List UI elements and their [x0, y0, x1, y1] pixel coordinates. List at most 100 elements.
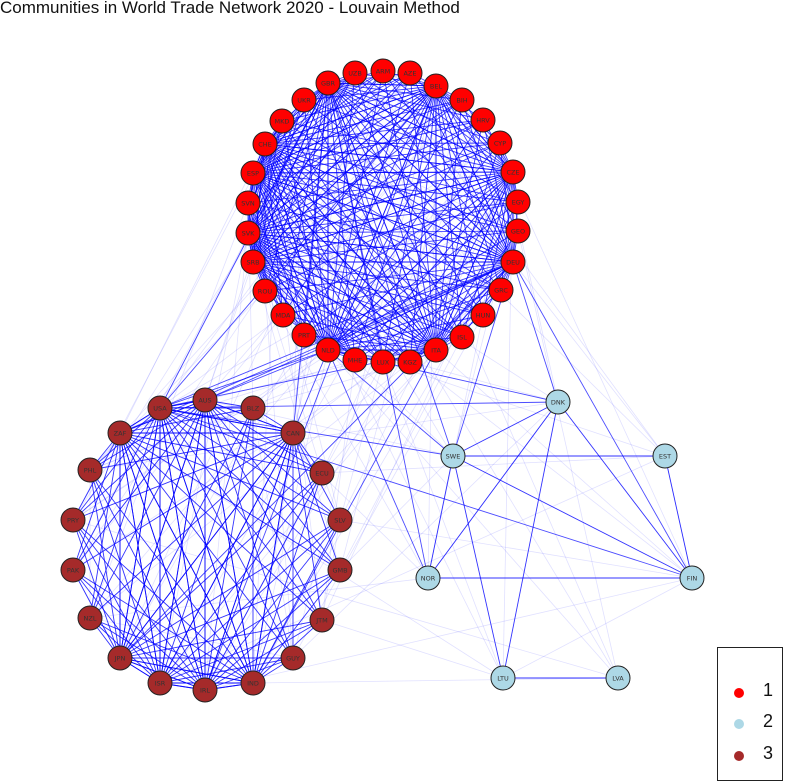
edge-SVK-FIN [247, 232, 693, 579]
edge-PRT-JPN [119, 334, 305, 659]
edge-DEU-SVK [247, 232, 514, 263]
edge-ISR-AUS [159, 399, 206, 684]
edge-LUX-LTU [382, 361, 504, 679]
edge-GEO-IND [252, 230, 519, 684]
node-label: SLV [334, 517, 346, 525]
edge-UZB-GEO [354, 72, 519, 232]
node-circle [327, 507, 353, 533]
edge-DEU-JPN [119, 261, 514, 659]
edge-IRL-BLZ [204, 407, 254, 691]
node-circle [342, 60, 368, 86]
edge-EGY-ZAF [119, 201, 519, 434]
edge-AUS-PAK [72, 399, 206, 571]
edge-ARM-ITA [382, 70, 437, 351]
edge-USA-DNK [159, 401, 559, 409]
edge-SRB-GEO [252, 230, 519, 263]
edge-AZE-USA [159, 72, 411, 409]
edge-ISR-PAK [72, 569, 161, 684]
edge-LUX-IRL [204, 361, 384, 691]
edge-CHE-SWE [264, 143, 454, 457]
edge-USA-BEL [159, 85, 437, 409]
node-ind: IND [240, 670, 266, 696]
node-grc: GRC [488, 277, 514, 303]
node-swe: SWE [440, 443, 466, 469]
node-label: NZL [84, 615, 97, 623]
edge-DNK-FIN [557, 401, 693, 579]
edge-CAN-PAK [72, 432, 294, 571]
edge-MKD-PRY [72, 120, 283, 521]
edge-ISR-CAN [159, 432, 294, 684]
edge-ISR-GMB [159, 569, 341, 684]
edge-PRY-IND [72, 519, 254, 684]
node-circle [370, 58, 396, 84]
edge-CZE-SVN [247, 171, 514, 204]
edge-CZE-UKR [303, 99, 514, 173]
edge-ISL-MDA [282, 314, 463, 338]
node-circle [423, 73, 449, 99]
edge-JPN-ECU [119, 472, 323, 659]
edge-SWE-NOR [427, 455, 454, 579]
edge-ZAF-GMB [119, 432, 341, 571]
edge-ARM-SVK [247, 70, 384, 234]
node-circle [315, 70, 341, 96]
node-label: NLD [321, 347, 335, 355]
edge-IRL-BEL [204, 85, 437, 691]
node-circle [235, 220, 261, 246]
edge-CYP-BLZ [252, 142, 501, 409]
edge-ISR-ECU [159, 472, 323, 684]
edge-NOR-NZL [89, 577, 429, 619]
edge-NLD-SVN [247, 202, 329, 351]
edge-EGY-SWE [452, 201, 519, 457]
edge-CZE-ISL [461, 171, 514, 338]
node-circle [269, 108, 295, 134]
node-label: UKR [297, 97, 311, 105]
edge-HUN-GUY [292, 314, 484, 659]
edge-ZAF-ECU [119, 432, 323, 474]
edge-UZB-LVA [354, 72, 619, 679]
node-label: ROU [258, 288, 273, 296]
edge-HUN-SVN [247, 202, 484, 316]
edge-CZE-KGZ [409, 171, 514, 363]
edge-AUS-DEU [204, 261, 514, 401]
node-prt: PRT [291, 322, 317, 348]
edge-GEO-MKD [281, 120, 519, 232]
node-label: SRB [246, 259, 259, 267]
edge-SRB-GMB [252, 261, 341, 571]
legend-item-3: 3 [718, 741, 782, 771]
edge-SRB-LUX [252, 261, 384, 363]
node-esp: ESP [240, 160, 266, 186]
node-fin: FIN [679, 565, 705, 591]
edge-CAN-IRL [204, 432, 294, 691]
edge-CHE-LUX [264, 143, 384, 363]
edge-CYP-HUN [482, 142, 501, 316]
edge-CAN-USA [159, 407, 294, 434]
edge-GBR-GRC [327, 82, 502, 291]
edge-HUN-PHL [89, 314, 484, 471]
edge-JPN-JTM [119, 619, 323, 659]
node-hrv: HRV [470, 107, 496, 133]
node-label: ESP [247, 170, 259, 178]
node-label: NOR [421, 575, 436, 583]
node-circle [423, 337, 449, 363]
node-label: GUY [286, 655, 300, 663]
edge-AUS-NZL [89, 399, 206, 619]
edge-ISR-PRY [72, 519, 161, 684]
node-circle [107, 420, 133, 446]
edge-AUS-JTM [204, 399, 323, 621]
edge-HRV-LUX [382, 119, 484, 363]
node-label: SWE [446, 453, 461, 461]
edge-LTU-ZAF [119, 432, 504, 679]
edge-ISL-GMB [339, 336, 463, 571]
edge-ZAF-IND [119, 432, 254, 684]
edge-ARM-JPN [119, 70, 384, 659]
edge-layer [72, 70, 693, 691]
edge-KGZ-DNK [409, 361, 559, 403]
edge-ESP-MHE [252, 172, 356, 361]
edge-CAN-NLD [292, 349, 329, 434]
node-bih: BIH [449, 87, 475, 113]
edge-SRB-ISL [252, 261, 463, 338]
edge-USA-GUY [159, 407, 294, 659]
edge-DEU-SVN [247, 202, 514, 263]
edge-NLD-LVA [327, 349, 619, 679]
node-ita: ITA [423, 337, 449, 363]
